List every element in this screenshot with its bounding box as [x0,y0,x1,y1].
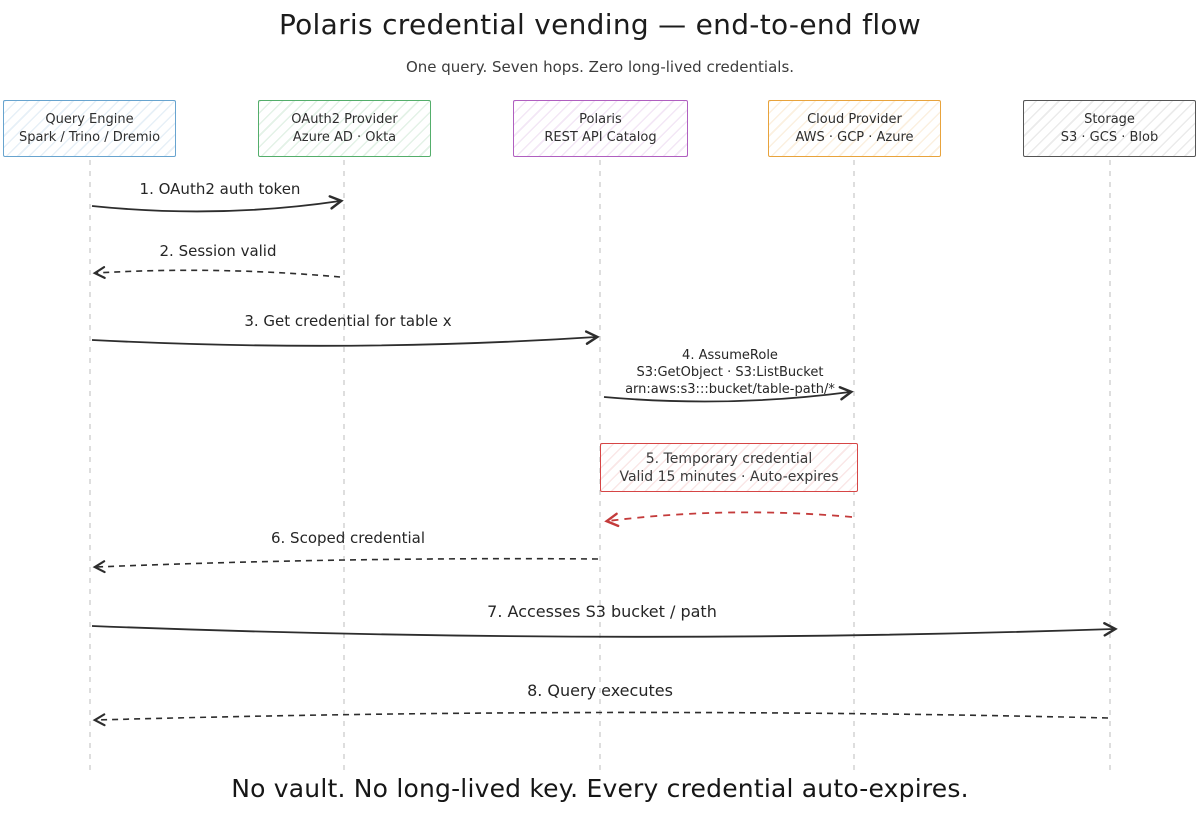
diagram-title: Polaris credential vending — end-to-end … [278,8,922,41]
actor-name: Cloud Provider [807,112,902,127]
actor-subtitle: Azure AD · Okta [292,130,397,145]
arrow-1-oauth2-auth-token [91,195,344,213]
message-label-1: 1. OAuth2 auth token [139,180,301,198]
arrow-5-temporary-credential [604,511,853,528]
message-label-6: 6. Scoped credential [270,529,426,547]
note-line-2: Valid 15 minutes · Auto-expires [619,468,839,485]
message-4-arn: arn:aws:s3:::bucket/table-path/* [625,382,835,397]
note-line-1: 5. Temporary credential [645,450,813,467]
message-label-8: 8. Query executes [527,681,673,700]
actor-name: Polaris [579,112,622,127]
actor-box-cloud-provider: Cloud Provider AWS · GCP · Azure [768,100,941,157]
actor-name: Query Engine [45,112,134,127]
actor-subtitle: REST API Catalog [544,130,657,145]
actor-box-oauth2-provider: OAuth2 Provider Azure AD · Okta [258,100,431,157]
actor-name: Storage [1084,112,1135,127]
arrow-8-query-executes [92,711,1109,727]
actor-box-polaris: Polaris REST API Catalog [513,100,688,157]
message-label-7: 7. Accesses S3 bucket / path [487,602,717,621]
arrow-2-session-valid [92,266,341,279]
message-4-permissions: S3:GetObject · S3:ListBucket [636,365,824,380]
message-4-title: 4. AssumeRole [682,348,778,363]
arrow-3-get-credential [91,330,600,347]
footer-note: No vault. No long-lived key. Every crede… [231,774,969,803]
note-box-temporary-credential: 5. Temporary credential Valid 15 minutes… [600,443,858,492]
arrow-7-accesses-s3 [91,622,1118,638]
message-label-3: 3. Get credential for table x [244,312,452,330]
arrow-6-scoped-credential [92,557,599,574]
actor-name: OAuth2 Provider [291,112,398,127]
diagram-subtitle: One query. Seven hops. Zero long-lived c… [405,58,795,76]
message-label-4: 4. AssumeRole S3:GetObject · S3:ListBuck… [625,347,835,398]
actor-box-storage: Storage S3 · GCS · Blob [1023,100,1196,157]
actor-subtitle: Spark / Trino / Dremio [18,130,161,145]
message-label-2: 2. Session valid [159,242,277,260]
actor-subtitle: S3 · GCS · Blob [1060,130,1159,145]
actor-box-query-engine: Query Engine Spark / Trino / Dremio [3,100,176,157]
actor-subtitle: AWS · GCP · Azure [795,130,914,145]
